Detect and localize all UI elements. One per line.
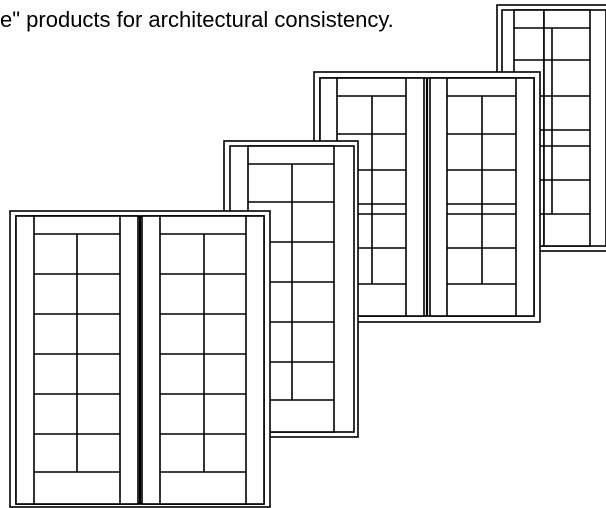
caption-text: e" products for architectural consistenc… xyxy=(0,7,394,32)
door-front-double xyxy=(9,210,271,508)
door-back-double xyxy=(313,71,541,323)
